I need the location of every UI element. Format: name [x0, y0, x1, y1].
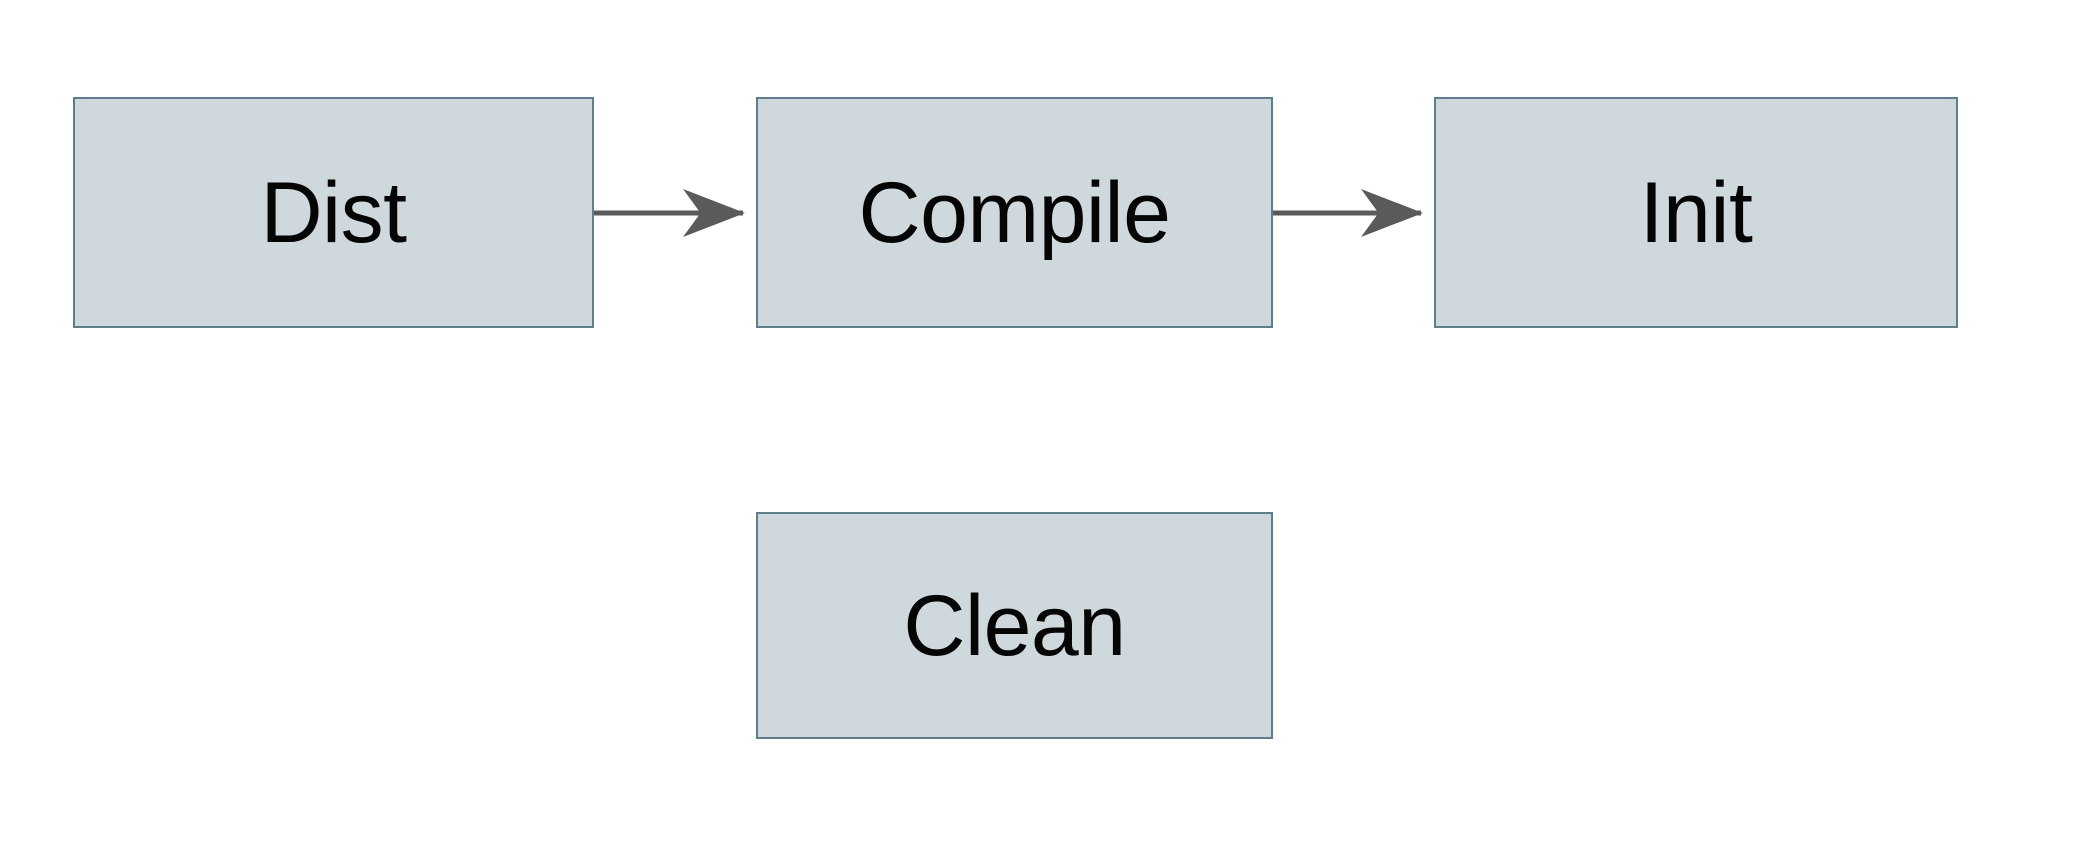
node-init-label: Init — [1639, 164, 1753, 261]
node-clean[interactable]: Clean — [756, 512, 1273, 739]
node-compile[interactable]: Compile — [756, 97, 1273, 328]
node-clean-label: Clean — [903, 577, 1126, 674]
node-init[interactable]: Init — [1434, 97, 1958, 328]
node-compile-label: Compile — [858, 164, 1171, 261]
node-dist-label: Dist — [260, 164, 407, 261]
node-dist[interactable]: Dist — [73, 97, 594, 328]
